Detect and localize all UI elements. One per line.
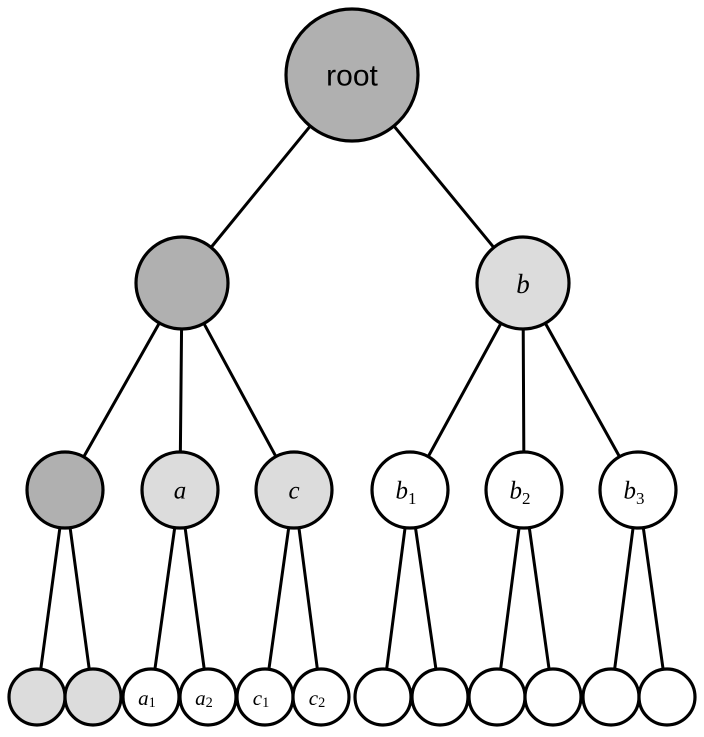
- node-circle-c[interactable]: [254, 450, 334, 530]
- node-label-subscript-l6: 2: [318, 695, 325, 711]
- node-circle-b2[interactable]: [484, 450, 564, 530]
- node-label-b: b: [516, 269, 530, 299]
- tree-node-root[interactable]: root: [284, 7, 420, 143]
- node-circle-l7[interactable]: [353, 667, 413, 727]
- tree-node-n2[interactable]: [25, 450, 105, 530]
- node-circle-l2[interactable]: [63, 667, 123, 727]
- tree-edge-n1-to-c: [202, 321, 278, 459]
- tree-node-l2[interactable]: [63, 667, 123, 727]
- tree-node-b[interactable]: b: [475, 235, 571, 331]
- tree-edge-c-to-l6: [297, 526, 319, 671]
- tree-node-l8[interactable]: [410, 667, 470, 727]
- node-circle-l9[interactable]: [467, 667, 527, 727]
- tree-edge-n2-to-l1: [39, 526, 62, 671]
- tree-edge-root-to-n1: [209, 124, 312, 249]
- node-label-a: a: [174, 478, 187, 505]
- tree-node-a[interactable]: a: [140, 450, 220, 530]
- tree-edge-b-to-b1: [426, 321, 503, 459]
- tree-node-l4[interactable]: a2: [178, 667, 238, 727]
- node-circle-l12[interactable]: [637, 667, 697, 727]
- node-label-c: c: [288, 478, 299, 505]
- tree-edge-b1-to-l7: [385, 526, 407, 671]
- tree-node-l7[interactable]: [353, 667, 413, 727]
- tree-node-b2[interactable]: b2: [484, 450, 564, 530]
- tree-edge-b-to-b3: [543, 321, 622, 459]
- node-circle-l10[interactable]: [523, 667, 583, 727]
- tree-node-l3[interactable]: a1: [121, 667, 181, 727]
- tree-edge-root-to-b: [392, 124, 496, 249]
- node-label-subscript-b2: 2: [522, 489, 531, 508]
- tree-edge-n2-to-l2: [68, 526, 91, 671]
- node-label-subscript-b1: 1: [408, 489, 417, 508]
- node-circle-l11[interactable]: [581, 667, 641, 727]
- node-circle-l1[interactable]: [7, 667, 67, 727]
- tree-node-c[interactable]: c: [254, 450, 334, 530]
- tree-node-b1[interactable]: b1: [370, 450, 450, 530]
- node-circle-b3[interactable]: [598, 450, 678, 530]
- node-circle-root[interactable]: [284, 7, 420, 143]
- node-circle-n2[interactable]: [25, 450, 105, 530]
- node-circle-l6[interactable]: [291, 667, 351, 727]
- tree-node-l10[interactable]: [523, 667, 583, 727]
- tree-node-b3[interactable]: b3: [598, 450, 678, 530]
- tree-edge-a-to-l4: [183, 526, 206, 671]
- edges-layer: [39, 124, 665, 671]
- tree-node-l12[interactable]: [637, 667, 697, 727]
- node-circle-b[interactable]: [475, 235, 571, 331]
- tree-node-l1[interactable]: [7, 667, 67, 727]
- node-label-subscript-b3: 3: [636, 489, 645, 508]
- tree-node-l9[interactable]: [467, 667, 527, 727]
- tree-edge-b1-to-l8: [413, 526, 438, 671]
- node-circle-l8[interactable]: [410, 667, 470, 727]
- node-label-subscript-l5: 1: [262, 695, 269, 711]
- tree-node-n1[interactable]: [134, 235, 230, 331]
- tree-edge-b2-to-l10: [527, 526, 551, 671]
- tree-node-l5[interactable]: c1: [235, 667, 295, 727]
- tree-edge-b-to-b2: [521, 327, 526, 454]
- node-label-subscript-l4: 2: [206, 695, 213, 711]
- tree-edge-n1-to-a: [178, 327, 184, 454]
- node-label-root: root: [326, 60, 378, 93]
- tree-edge-b3-to-l12: [641, 526, 665, 671]
- node-circle-b1[interactable]: [370, 450, 450, 530]
- tree-edge-a-to-l3: [153, 526, 177, 671]
- tree-edge-b3-to-l11: [613, 526, 635, 671]
- node-label-subscript-l3: 1: [149, 695, 156, 711]
- tree-node-l6[interactable]: c2: [291, 667, 351, 727]
- node-circle-n1[interactable]: [134, 235, 230, 331]
- tree-node-l11[interactable]: [581, 667, 641, 727]
- tree-edge-n1-to-n2: [82, 321, 161, 459]
- tree-edge-c-to-l5: [267, 526, 291, 671]
- tree-edge-b2-to-l9: [499, 526, 521, 671]
- node-circle-a[interactable]: [140, 450, 220, 530]
